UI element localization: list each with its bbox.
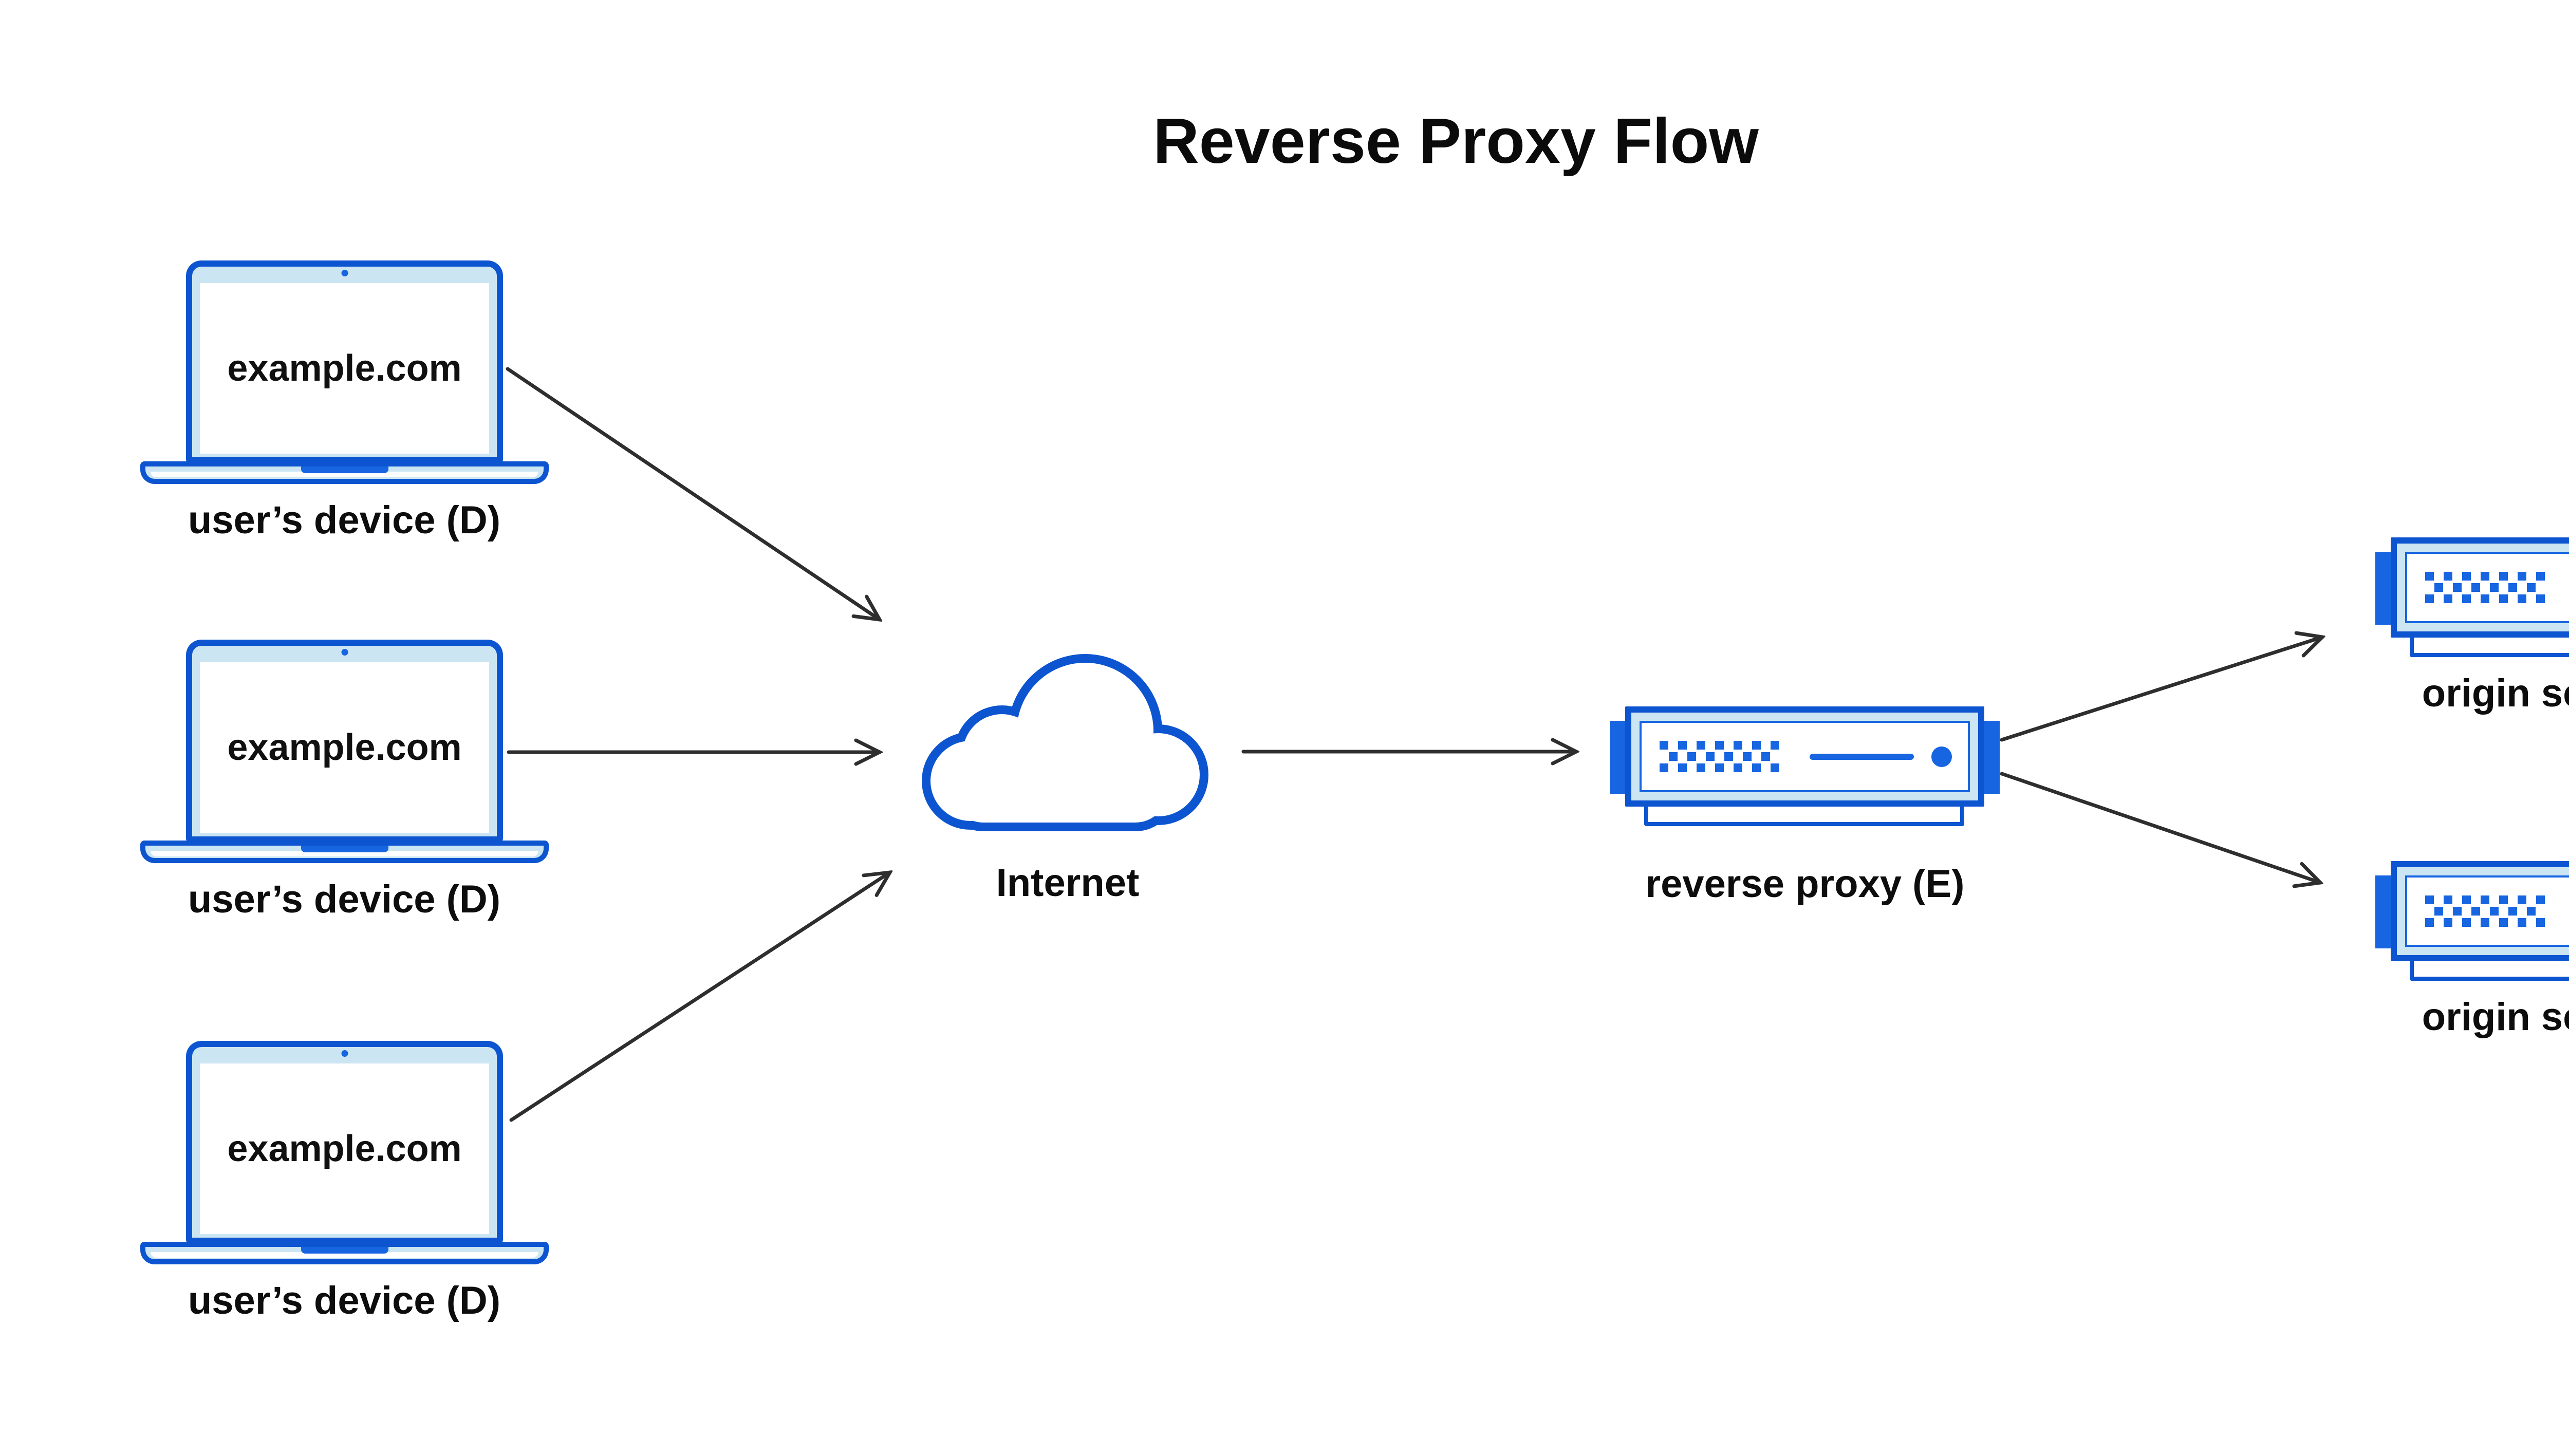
laptop-screen: example.com	[186, 640, 503, 843]
device-screen-text: example.com	[227, 727, 462, 768]
arrow-device3-to-internet	[509, 872, 890, 1122]
server-power-led-icon	[1931, 746, 1952, 767]
server-front-panel	[1640, 721, 1970, 792]
user-device-3: example.com user’s device (D)	[140, 1041, 549, 1329]
arrow-device1-to-internet	[506, 367, 880, 620]
laptop-screen: example.com	[186, 260, 503, 463]
origin-server-2: origin server (F)	[2375, 861, 2569, 1077]
diagram-title: Reverse Proxy Flow	[1153, 106, 1759, 177]
internet-label: Internet	[996, 861, 1140, 905]
origin-server-1: origin server (F)	[2375, 537, 2569, 753]
server-front-panel	[2405, 875, 2569, 947]
laptop-display: example.com	[200, 662, 489, 833]
server-chassis-icon	[2391, 861, 2569, 961]
laptop-base	[140, 1242, 549, 1264]
laptop-hinge-notch	[301, 1247, 388, 1254]
origin-server-label: origin server (F)	[2422, 671, 2569, 715]
webcam-dot-icon	[341, 649, 348, 656]
laptop-hinge-notch	[301, 846, 388, 852]
server-front-panel	[2405, 552, 2569, 623]
server-slot-icon	[1810, 753, 1914, 760]
device-screen-text: example.com	[227, 1128, 462, 1169]
internet-cloud-icon	[922, 654, 1208, 831]
server-vents-icon	[2425, 895, 2545, 927]
device-label: user’s device (D)	[188, 878, 501, 921]
laptop-base-strip	[151, 1252, 538, 1258]
laptop-base	[140, 841, 549, 863]
laptop-hinge-notch	[301, 466, 388, 473]
device-label: user’s device (D)	[188, 1279, 501, 1322]
laptop-display: example.com	[200, 1063, 489, 1234]
server-vents-icon	[1660, 741, 1779, 772]
device-screen-text: example.com	[227, 348, 462, 389]
user-device-1: example.com user’s device (D)	[140, 260, 549, 548]
origin-server-label: origin server (F)	[2422, 995, 2569, 1039]
reverse-proxy-label: reverse proxy (E)	[1645, 862, 1965, 906]
arrow-proxy-to-origin2	[2000, 772, 2320, 883]
server-vents-icon	[2425, 572, 2545, 603]
reverse-proxy-server: reverse proxy (E)	[1610, 706, 2000, 922]
device-label: user’s device (D)	[188, 498, 501, 542]
server-chassis-icon	[1625, 706, 1984, 807]
server-chassis-icon	[2391, 537, 2569, 638]
laptop-display: example.com	[200, 283, 489, 454]
arrow-proxy-to-origin1	[2000, 637, 2322, 742]
webcam-dot-icon	[341, 270, 348, 276]
user-device-2: example.com user’s device (D)	[140, 640, 549, 927]
flow-arrows	[506, 367, 2322, 1122]
laptop-base	[140, 461, 549, 484]
laptop-base-strip	[151, 851, 538, 856]
webcam-dot-icon	[341, 1050, 348, 1057]
laptop-screen: example.com	[186, 1041, 503, 1244]
laptop-base-strip	[151, 472, 538, 477]
